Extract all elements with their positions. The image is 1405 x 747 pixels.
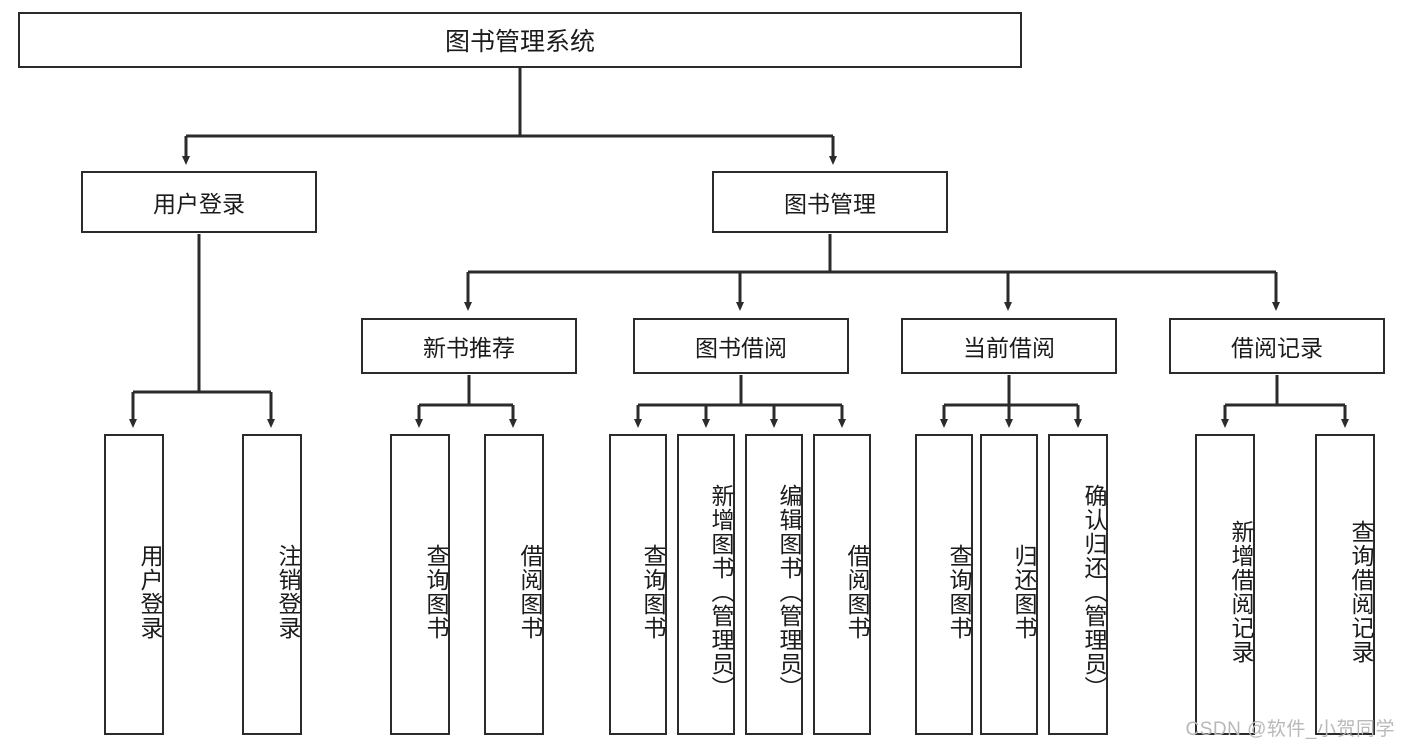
- node-book-management[interactable]: 图书管理: [712, 171, 948, 233]
- node-label: 图书借阅: [695, 335, 787, 361]
- leaf-recommend-borrow-book[interactable]: 借阅图书: [484, 434, 544, 735]
- node-label: 归还图书: [1011, 543, 1037, 640]
- node-label: 编辑图书（管理员）: [776, 483, 802, 700]
- node-label: 确认归还（管理员）: [1081, 483, 1107, 700]
- node-root-book-management-system[interactable]: 图书管理系统: [18, 12, 1022, 68]
- leaf-current-confirm-return-admin[interactable]: 确认归还（管理员）: [1048, 434, 1108, 735]
- node-label: 查询借阅记录: [1348, 519, 1374, 664]
- leaf-borrow-borrow-book[interactable]: 借阅图书: [813, 434, 871, 735]
- node-label: 新增图书（管理员）: [708, 483, 734, 700]
- node-label: 用户登录: [137, 543, 163, 640]
- leaf-current-query-book[interactable]: 查询图书: [915, 434, 973, 735]
- node-book-borrow[interactable]: 图书借阅: [633, 318, 849, 374]
- node-label: 用户登录: [153, 191, 245, 217]
- node-current-borrow[interactable]: 当前借阅: [901, 318, 1117, 374]
- node-new-book-recommend[interactable]: 新书推荐: [361, 318, 577, 374]
- node-label: 新增借阅记录: [1228, 519, 1254, 664]
- node-user-login[interactable]: 用户登录: [81, 171, 317, 233]
- leaf-user-login-logout[interactable]: 注销登录: [242, 434, 302, 735]
- leaf-current-return-book[interactable]: 归还图书: [980, 434, 1038, 735]
- leaf-record-query-record[interactable]: 查询借阅记录: [1315, 434, 1375, 735]
- leaf-recommend-query-book[interactable]: 查询图书: [390, 434, 450, 735]
- node-label: 借阅记录: [1231, 335, 1323, 361]
- node-label: 借阅图书: [517, 543, 543, 640]
- node-label: 注销登录: [275, 543, 301, 640]
- leaf-borrow-add-book-admin[interactable]: 新增图书（管理员）: [677, 434, 735, 735]
- leaf-borrow-query-book[interactable]: 查询图书: [609, 434, 667, 735]
- node-label: 图书管理系统: [444, 28, 595, 56]
- leaf-record-add-record[interactable]: 新增借阅记录: [1195, 434, 1255, 735]
- node-label: 新书推荐: [423, 335, 515, 361]
- csdn-watermark: CSDN @软件_小贺同学: [1185, 719, 1395, 740]
- node-label: 查询图书: [423, 543, 449, 640]
- node-label: 查询图书: [640, 543, 666, 640]
- node-label: 借阅图书: [844, 543, 870, 640]
- leaf-user-login-login[interactable]: 用户登录: [104, 434, 164, 735]
- leaf-borrow-edit-book-admin[interactable]: 编辑图书（管理员）: [745, 434, 803, 735]
- node-label: 查询图书: [946, 543, 972, 640]
- node-label: 当前借阅: [963, 335, 1055, 361]
- node-label: 图书管理: [784, 191, 876, 217]
- node-borrow-record[interactable]: 借阅记录: [1169, 318, 1385, 374]
